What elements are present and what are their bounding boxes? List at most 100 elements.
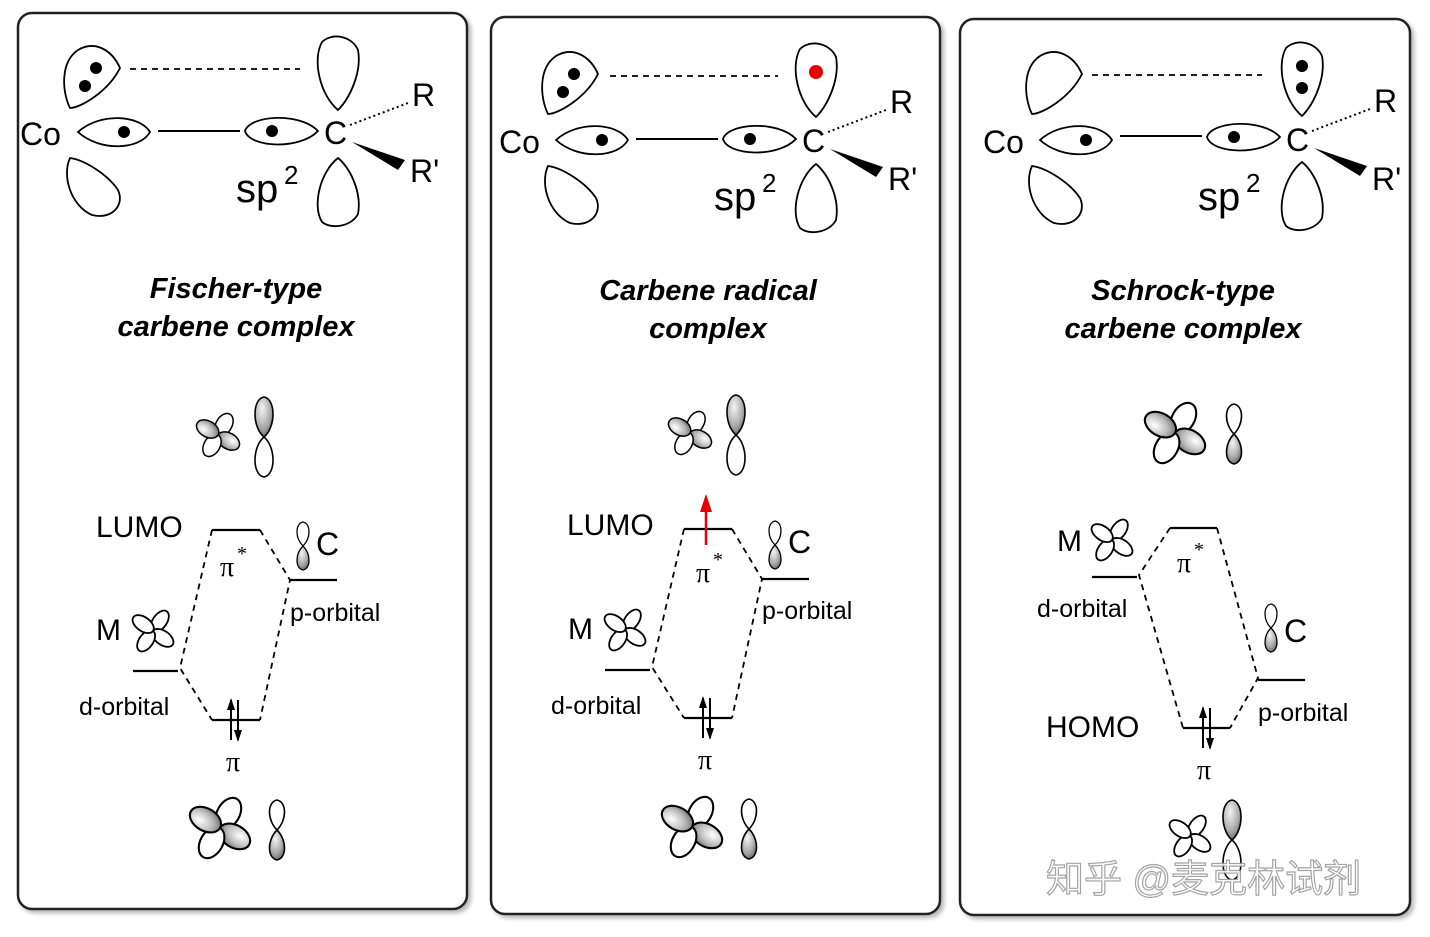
electron-dot [90, 62, 102, 74]
correlation-line [259, 529, 291, 721]
panel-title-line2: complex [649, 313, 769, 345]
spin-down-arrowhead [706, 728, 714, 740]
bonding-scheme: Co C R R' sp 2 [20, 35, 439, 228]
pi-label: π [226, 747, 240, 778]
panel-title-line1: Schrock-type [1091, 275, 1275, 307]
carbon-sp2-orbital [722, 124, 798, 154]
co-orbital-upper [1025, 51, 1083, 115]
panel-frame-radical [489, 15, 942, 916]
electron-dot [596, 134, 608, 146]
hybridization: sp [236, 167, 278, 211]
electron-dot [568, 68, 580, 80]
co-orbital-lower [66, 157, 121, 217]
co-orbital-upper [541, 51, 599, 115]
spin-down-arrowhead [1206, 738, 1214, 750]
panel-radical: Co C R R' sp 2 Carbene radical complex L… [499, 42, 917, 863]
hybridization: sp [1198, 175, 1240, 219]
metal-atom: Co [20, 116, 61, 152]
watermark: 知乎 @麦克林试剂 [1046, 859, 1361, 901]
panel-title-line1: Carbene radical [599, 275, 818, 307]
hybridization-superscript: 2 [762, 168, 776, 198]
carbon-p-lower [794, 162, 838, 234]
carbon-label: C [1284, 613, 1307, 649]
wedge-bond [352, 142, 405, 170]
pi-label: π [698, 745, 712, 776]
correlation-line [1216, 527, 1259, 729]
panel-title-line1: Fischer-type [150, 273, 322, 305]
d-orbital-label: d-orbital [1037, 595, 1127, 623]
pi-star-sup: * [237, 543, 247, 565]
co-orbital-lower [1028, 165, 1083, 225]
p-orbital-label: p-orbital [762, 597, 852, 625]
panel-title-line2: carbene complex [1065, 313, 1304, 345]
substituent-r: R [412, 77, 435, 113]
carbon-p-upper [794, 42, 838, 119]
carbon-p-lower [316, 156, 360, 228]
electron-dot [1080, 134, 1092, 146]
substituent-r-prime: R' [1372, 161, 1401, 197]
panel-schrock: Co C R R' sp 2 Schrock-type carbene comp… [983, 41, 1401, 881]
spin-up-arrowhead [1199, 706, 1207, 718]
wedge-bond [1314, 148, 1367, 176]
electron-dot [79, 80, 91, 92]
spin-down-arrowhead [234, 730, 242, 742]
hybridization-superscript: 2 [284, 160, 298, 190]
electron-dot [1296, 60, 1308, 72]
lumo-label: LUMO [567, 509, 654, 542]
pi-star-label: π [696, 558, 710, 589]
electron-dot [118, 126, 130, 138]
metal-atom: Co [499, 124, 540, 160]
bonding-scheme: Co C R R' sp 2 [983, 41, 1401, 232]
co-orbital-lower [544, 165, 599, 225]
substituent-r-prime: R' [410, 153, 439, 189]
metal-atom: Co [983, 124, 1024, 160]
carbon-p-upper [316, 35, 360, 112]
panel-frame-fischer [16, 11, 469, 911]
panel-frame-schrock [958, 17, 1412, 917]
carbon-atom: C [324, 115, 347, 151]
substituent-r-prime: R' [888, 161, 917, 197]
hybridization-superscript: 2 [1246, 168, 1260, 198]
hashed-bond [827, 109, 887, 133]
carbon-label: C [316, 526, 339, 562]
panel-title-line2: carbene complex [118, 311, 357, 343]
co-orbital-middle [1038, 125, 1114, 156]
panel-fischer: Co C R R' sp 2 Fischer-type carbene comp… [20, 35, 439, 864]
radical-electron [809, 65, 823, 79]
carbon-p-upper [1280, 41, 1324, 118]
p-orbital-label: p-orbital [290, 599, 380, 627]
radical-spin-arrowhead [700, 494, 712, 512]
correlation-line [1138, 527, 1184, 729]
p-orbital-label: p-orbital [1258, 699, 1348, 727]
hashed-bond [349, 102, 409, 126]
electron-dot [744, 133, 756, 145]
electron-dot [1296, 82, 1308, 94]
spin-up-arrowhead [699, 696, 707, 708]
carbon-sp2-orbital [1206, 122, 1282, 152]
hybridization: sp [714, 175, 756, 219]
carbon-p-lower [1280, 160, 1324, 232]
carbon-label: C [788, 524, 811, 560]
correlation-line [179, 529, 213, 721]
pi-label: π [1197, 755, 1211, 786]
lumo-label: LUMO [96, 511, 183, 544]
carbon-sp2-orbital [244, 116, 320, 146]
pi-star-label: π [1177, 548, 1191, 579]
homo-label: HOMO [1046, 711, 1139, 744]
bonding-scheme: Co C R R' sp 2 [499, 42, 917, 234]
metal-label: M [1057, 525, 1082, 558]
correlation-line [651, 528, 685, 719]
electron-dot [1228, 131, 1240, 143]
metal-label: M [568, 613, 593, 646]
co-orbital-middle [554, 125, 630, 156]
electron-dot [557, 86, 569, 98]
pi-star-sup: * [713, 549, 723, 571]
d-orbital-label: d-orbital [551, 692, 641, 720]
carbon-atom: C [1286, 122, 1309, 158]
d-orbital-label: d-orbital [79, 693, 169, 721]
correlation-line [731, 528, 763, 719]
pi-star-sup: * [1194, 539, 1204, 561]
pi-star-label: π [220, 552, 234, 583]
co-orbital-upper [63, 45, 121, 109]
